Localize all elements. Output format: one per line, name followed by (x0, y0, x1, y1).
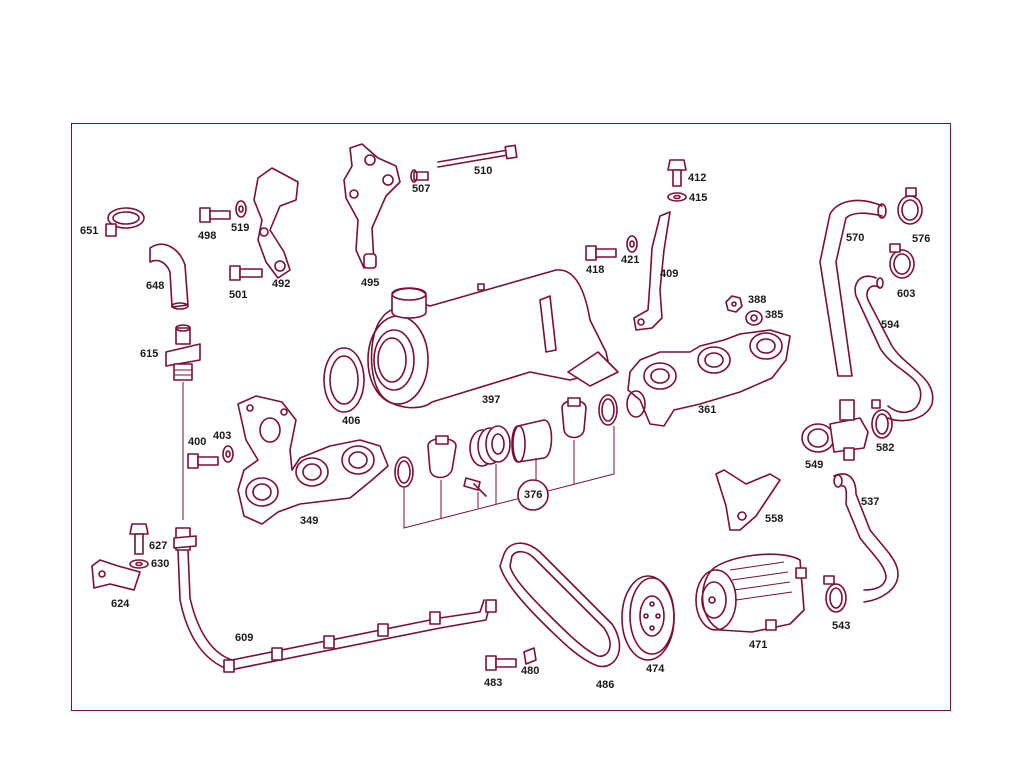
label-409: 409 (660, 268, 679, 280)
label-510: 510 (474, 165, 493, 177)
part-480-washer (523, 647, 537, 665)
label-400: 400 (188, 436, 207, 448)
part-510-long-bolt (437, 144, 518, 168)
part-648-hose (149, 243, 189, 310)
label-388: 388 (748, 294, 767, 306)
label-397: 397 (482, 394, 501, 406)
part-412-bolt (667, 159, 687, 187)
part-603-clamp (889, 243, 915, 279)
label-361: 361 (698, 404, 717, 416)
part-471-air-pump (695, 553, 807, 633)
label-421: 421 (621, 254, 640, 266)
part-558-bracket (715, 469, 781, 531)
part-397-silencer (367, 269, 619, 409)
label-498: 498 (198, 230, 217, 242)
part-376-seal-kit (394, 394, 618, 529)
part-582-clamp (871, 399, 893, 439)
label-624: 624 (111, 598, 130, 610)
part-349-exhaust-manifold (237, 395, 389, 525)
part-385-washer (745, 310, 763, 326)
part-376-clamp (561, 397, 587, 439)
label-474: 474 (646, 663, 665, 675)
label-609: 609 (235, 632, 254, 644)
label-582: 582 (876, 442, 895, 454)
part-615-valve (165, 324, 201, 381)
part-624-bracket (91, 559, 141, 591)
label-412: 412 (688, 172, 707, 184)
part-376-bellows (469, 425, 511, 467)
label-537: 537 (861, 496, 880, 508)
part-406-gasket (323, 347, 365, 413)
part-495-bracket (343, 143, 401, 269)
label-415: 415 (689, 192, 708, 204)
label-576: 576 (912, 233, 931, 245)
label-349: 349 (300, 515, 319, 527)
part-501-bolt (229, 265, 263, 281)
part-492-bracket (253, 167, 299, 279)
part-361-exhaust-manifold (626, 329, 791, 427)
part-609-air-pipe (173, 527, 497, 673)
diagram-frame (71, 123, 951, 711)
part-376-sleeve (511, 419, 553, 463)
label-648: 648 (146, 280, 165, 292)
part-630-washer (129, 559, 149, 569)
part-421-washer (626, 235, 638, 253)
label-486: 486 (596, 679, 615, 691)
label-403: 403 (213, 430, 232, 442)
part-388-nut (725, 295, 743, 313)
part-483-bolt (485, 655, 517, 671)
label-549: 549 (805, 459, 824, 471)
part-498-bolt (199, 207, 231, 223)
part-627-bolt (129, 523, 149, 555)
label-603: 603 (897, 288, 916, 300)
label-418: 418 (586, 264, 605, 276)
label-558: 558 (765, 513, 784, 525)
label-519: 519 (231, 222, 250, 234)
part-519-washer (235, 200, 247, 218)
label-627: 627 (149, 540, 168, 552)
part-537-hose (833, 473, 899, 603)
part-486-belt (499, 542, 621, 668)
label-483: 483 (484, 677, 503, 689)
part-549-valve (801, 399, 869, 461)
part-507-bushing (410, 169, 429, 183)
part-409-strap (633, 211, 671, 331)
label-570: 570 (846, 232, 865, 244)
label-543: 543 (832, 620, 851, 632)
label-471: 471 (749, 639, 768, 651)
label-651: 651 (80, 225, 99, 237)
label-406: 406 (342, 415, 361, 427)
part-400-bolt (187, 453, 219, 469)
label-507: 507 (412, 183, 431, 195)
part-651-clamp (105, 207, 145, 237)
label-615: 615 (140, 348, 159, 360)
label-501: 501 (229, 289, 248, 301)
part-474-pulley (621, 575, 675, 661)
part-543-clamp (823, 575, 847, 613)
label-480: 480 (521, 665, 540, 677)
part-576-clamp (897, 187, 923, 225)
part-403-washer (222, 445, 234, 463)
part-418-bolt (585, 245, 617, 261)
label-630: 630 (151, 558, 170, 570)
label-495: 495 (361, 277, 380, 289)
part-570-hose (819, 199, 887, 377)
part-415-washer (667, 192, 687, 202)
label-492: 492 (272, 278, 291, 290)
label-385: 385 (765, 309, 784, 321)
label-594: 594 (881, 319, 900, 331)
part-594-hose (854, 275, 934, 422)
label-376: 376 (524, 489, 543, 501)
